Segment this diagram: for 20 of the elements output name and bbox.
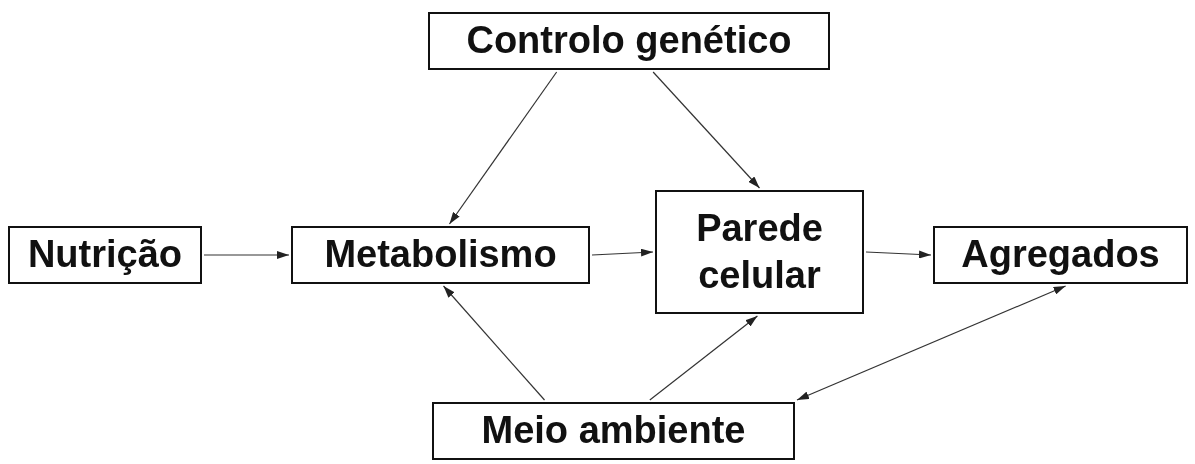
arrow [442, 285, 546, 401]
label-box [933, 226, 1188, 284]
label-box [291, 226, 590, 284]
label-box [432, 402, 795, 460]
node-label: Nutrição [27, 232, 183, 278]
arrow [203, 251, 290, 259]
node-label: Controlo genético [466, 18, 792, 64]
node-label: Metabolismo [324, 232, 557, 278]
node-label: Parede celular [695, 205, 824, 298]
arrow [591, 248, 654, 257]
arrow [448, 71, 558, 225]
label-box [8, 226, 202, 284]
node-label: Meio ambiente [481, 408, 746, 454]
arrow [796, 285, 1067, 401]
label-box [428, 12, 830, 70]
arrow [652, 71, 761, 189]
arrow [649, 315, 758, 401]
label-box [655, 190, 864, 314]
arrow [865, 250, 932, 259]
node-label: Agregados [961, 232, 1160, 278]
